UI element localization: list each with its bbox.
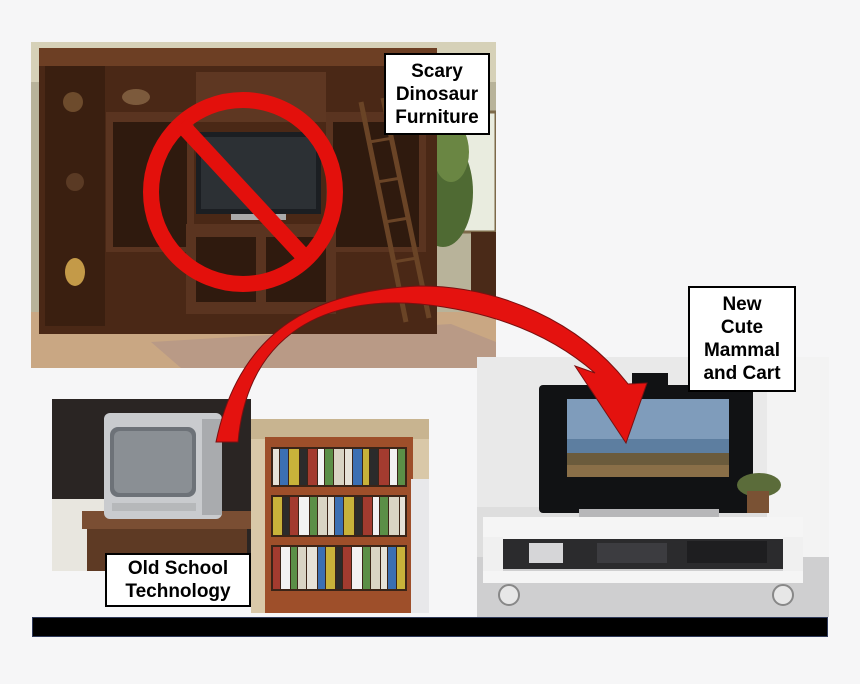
label-line: New [722, 294, 762, 315]
label-line: Furniture [395, 106, 479, 128]
label-line: Mammal [703, 340, 781, 361]
baseline-bar [32, 617, 828, 637]
media-bookshelf-photo [251, 419, 429, 613]
label-line: and Cart [703, 363, 781, 384]
flatscreen-cart-photo [477, 357, 829, 617]
label-line: Technology [125, 581, 231, 602]
label-line: Dinosaur [395, 83, 479, 105]
label-line: Old School [127, 558, 229, 579]
no-symbol-icon [143, 92, 343, 292]
crt-tv-photo [52, 399, 251, 571]
label-line: Cute [720, 317, 764, 338]
label-line: Scary [411, 60, 463, 82]
